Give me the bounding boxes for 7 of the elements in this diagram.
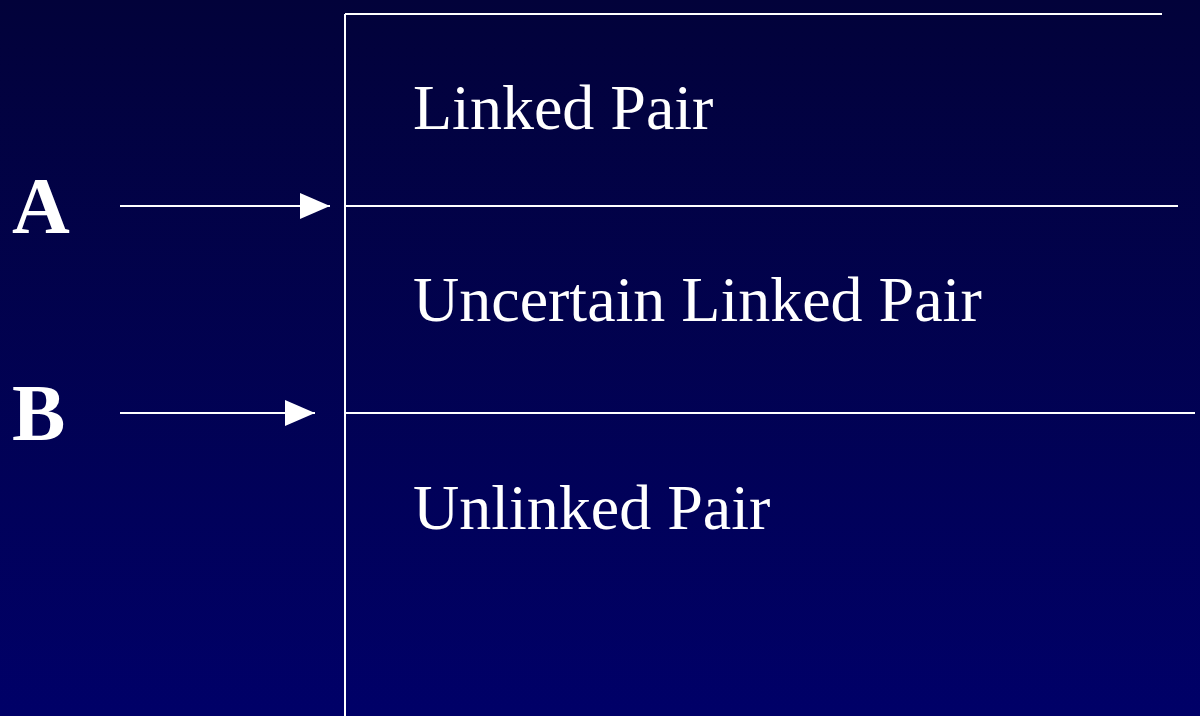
threshold-letter: B: [12, 373, 66, 453]
band-label: Uncertain Linked Pair: [413, 268, 982, 332]
band-label: Linked Pair: [413, 76, 714, 140]
arrow: [119, 400, 316, 426]
threshold-letter: A: [12, 166, 70, 246]
arrow: [119, 193, 331, 219]
band-label: Unlinked Pair: [413, 476, 771, 540]
